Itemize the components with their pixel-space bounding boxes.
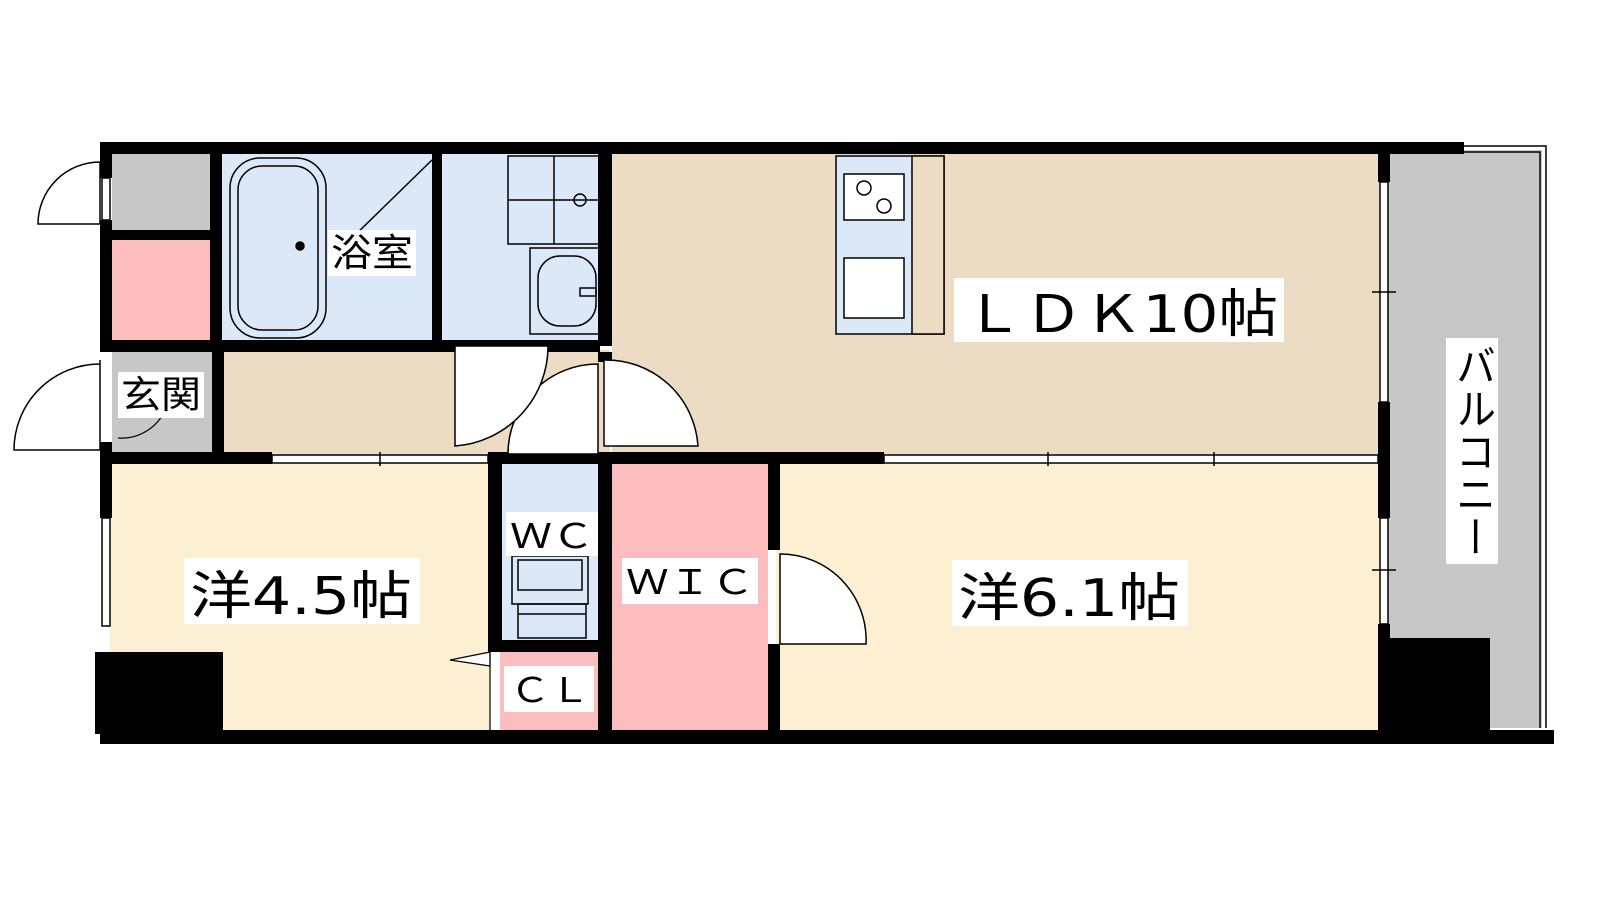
- bath-door-icon: [349, 159, 433, 241]
- wic-door-icon: [779, 553, 867, 645]
- bathtub-icon: [229, 157, 327, 339]
- toilet-icon: [511, 555, 589, 639]
- entrance-label: 玄関: [121, 373, 201, 417]
- western-small-label-bg: [184, 558, 420, 624]
- windows: [101, 177, 1396, 627]
- closet-label: ＣＬ: [510, 671, 590, 711]
- kitchen-counter-icon: [835, 155, 945, 335]
- shoe-storage: [112, 240, 210, 340]
- entrance-label-bg: [118, 372, 204, 418]
- toilet-label: ＷＣ: [510, 517, 594, 557]
- washroom-door-icon: [454, 345, 549, 447]
- bathroom-label: 浴室: [331, 231, 413, 275]
- meter-box: [112, 150, 210, 230]
- wic-label: ＷＩＣ: [626, 563, 754, 603]
- balcony-label: バルコニー: [1449, 344, 1495, 558]
- western-large-label: 洋6.1帖: [958, 569, 1180, 629]
- doors: [13, 161, 867, 645]
- wic-label-bg: [622, 558, 758, 604]
- ldk-label: ＬＤＫ10帖: [964, 285, 1278, 345]
- closet-label-bg: [504, 666, 594, 712]
- toilet-label-bg: [506, 512, 598, 556]
- western-large-label-bg: [952, 560, 1188, 626]
- ldk-label-bg: [954, 278, 1284, 342]
- walls: [95, 142, 1554, 744]
- balcony-rail: [1464, 145, 1547, 728]
- washbasin-icon: [507, 155, 601, 335]
- western-small-label: 洋4.5帖: [190, 567, 412, 627]
- front-door-icon: [13, 360, 101, 451]
- meter-door-icon: [37, 161, 101, 225]
- bathroom-label-bg: [328, 230, 416, 276]
- balcony-label-bg: [1446, 338, 1498, 564]
- ldk-door-icon: [603, 359, 699, 447]
